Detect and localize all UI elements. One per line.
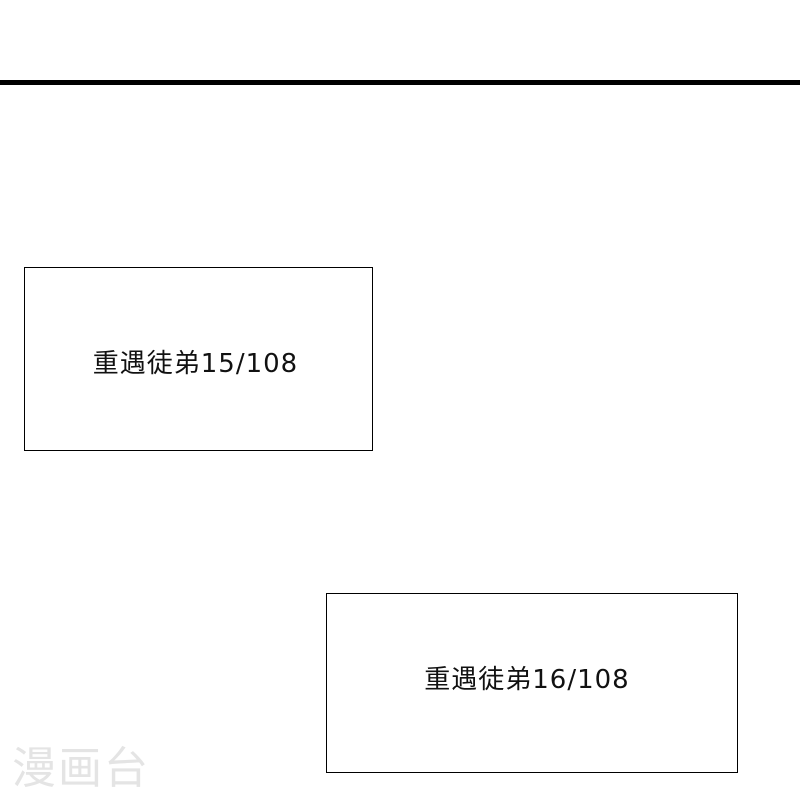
chapter-caption-box-15: 重遇徒弟15/108 (24, 267, 373, 451)
chapter-caption-text: 重遇徒弟16/108 (424, 664, 630, 695)
chapter-caption-text: 重遇徒弟15/108 (92, 348, 299, 379)
watermark-logo: 漫画台 (12, 743, 150, 794)
chapter-caption-box-16: 重遇徒弟16/108 (326, 593, 738, 773)
horizontal-divider-line (0, 80, 800, 85)
